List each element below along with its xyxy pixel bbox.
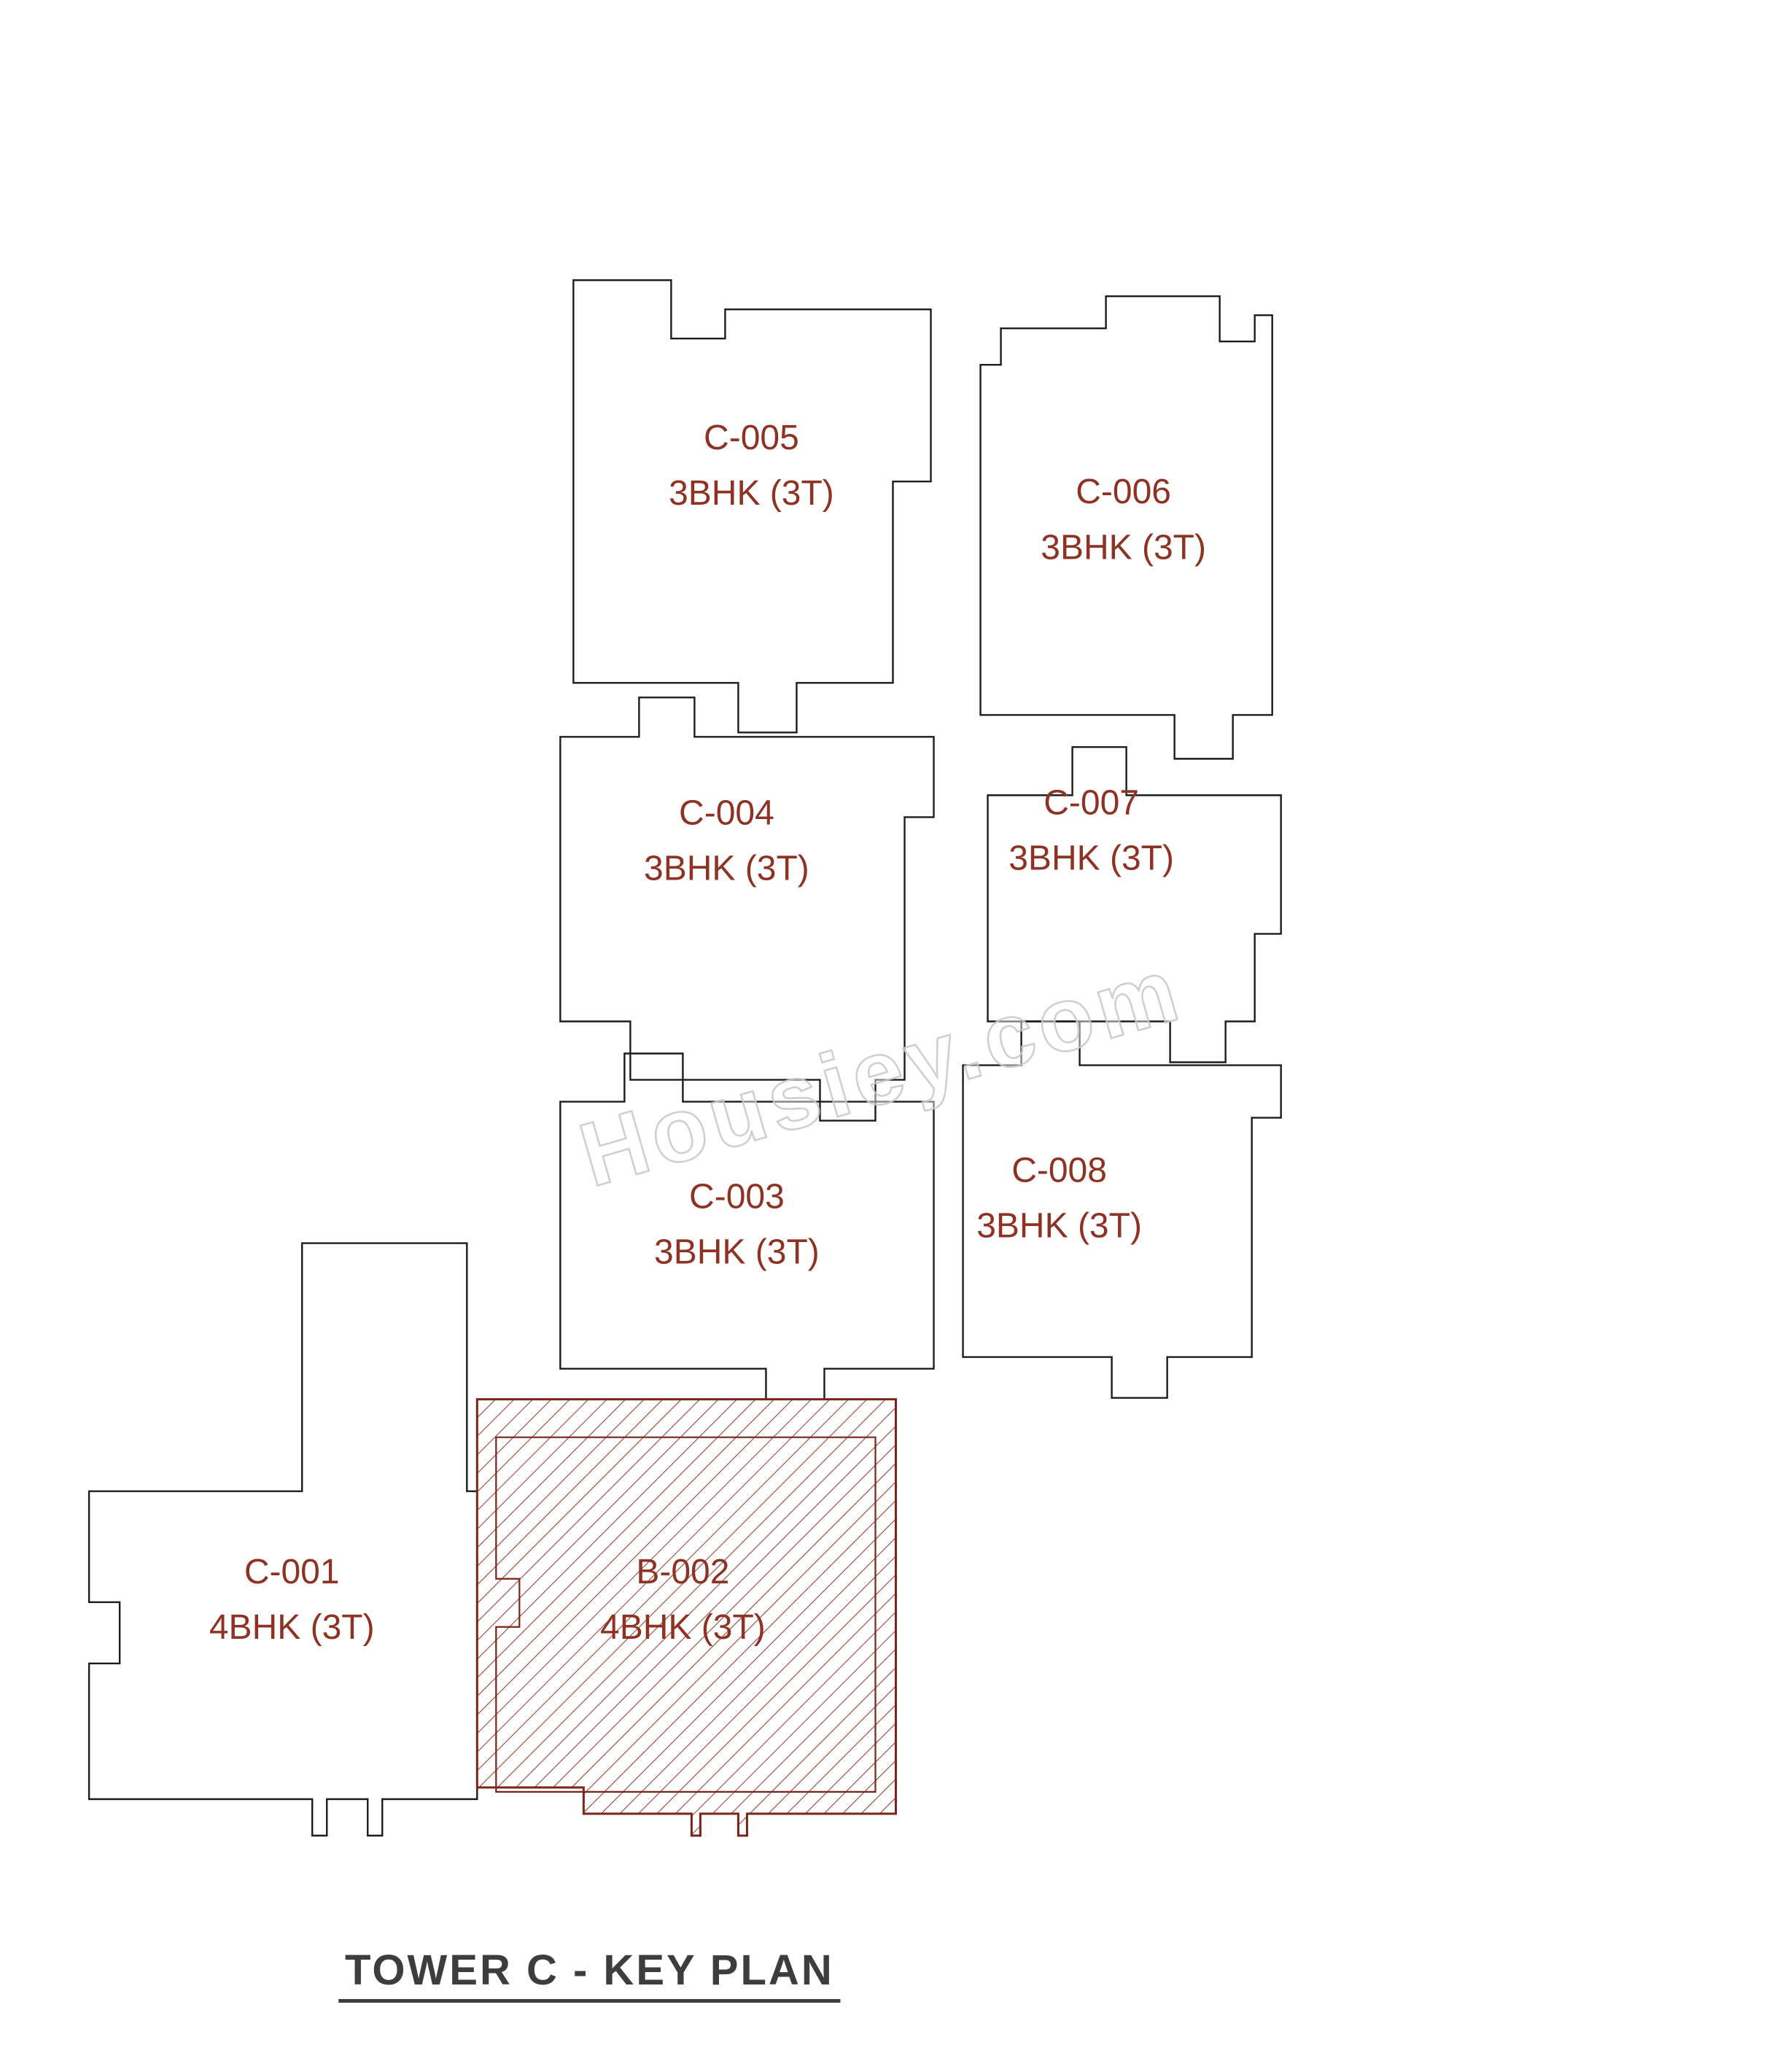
unit-c005: C-005 3BHK (3T)	[572, 279, 932, 734]
unit-b002-inner-outline	[495, 1436, 877, 1793]
unit-b002-hatch-area	[475, 1398, 898, 1837]
unit-c006-label: C-006	[1076, 473, 1171, 511]
plan-title-group: TOWER C - KEY PLAN	[338, 1947, 841, 2003]
unit-c001-outline	[88, 1242, 478, 1837]
unit-c005-outline	[572, 279, 932, 734]
unit-c008-label: C-008	[1011, 1152, 1107, 1190]
unit-c006-outline	[979, 295, 1273, 760]
unit-c006: C-006 3BHK (3T)	[979, 295, 1273, 760]
unit-c007-type: 3BHK (3T)	[1008, 839, 1174, 877]
unit-c007-outline	[987, 746, 1282, 1063]
unit-c005-label: C-005	[704, 419, 799, 457]
unit-c008-type: 3BHK (3T)	[976, 1207, 1142, 1246]
unit-c003: C-003 3BHK (3T)	[559, 1052, 935, 1405]
unit-c006-type: 3BHK (3T)	[1041, 528, 1206, 567]
unit-c007-label: C-007	[1043, 783, 1139, 822]
unit-c004-outline	[559, 697, 935, 1122]
unit-c004-type: 3BHK (3T)	[644, 849, 809, 888]
unit-b002-label: B-002	[636, 1553, 729, 1591]
unit-c001-label: C-001	[244, 1553, 340, 1591]
unit-b002-highlighted: B-002 4BHK (3T)	[475, 1398, 898, 1837]
unit-c004-label: C-004	[679, 794, 774, 832]
plan-title: TOWER C - KEY PLAN	[345, 1947, 834, 1994]
unit-b002-type: 4BHK (3T)	[600, 1608, 766, 1647]
unit-c008-outline	[962, 1020, 1282, 1399]
unit-c003-label: C-003	[689, 1178, 785, 1217]
unit-c001: C-001 4BHK (3T)	[88, 1242, 478, 1837]
title-underline	[338, 1998, 841, 2003]
unit-c003-type: 3BHK (3T)	[654, 1233, 820, 1272]
unit-c007: C-007 3BHK (3T)	[987, 746, 1282, 1063]
unit-c004: C-004 3BHK (3T)	[559, 697, 935, 1122]
unit-c005-type: 3BHK (3T)	[669, 474, 834, 513]
unit-c001-type: 4BHK (3T)	[209, 1608, 375, 1647]
unit-c008: C-008 3BHK (3T)	[962, 1020, 1282, 1399]
unit-c003-outline	[559, 1052, 935, 1405]
